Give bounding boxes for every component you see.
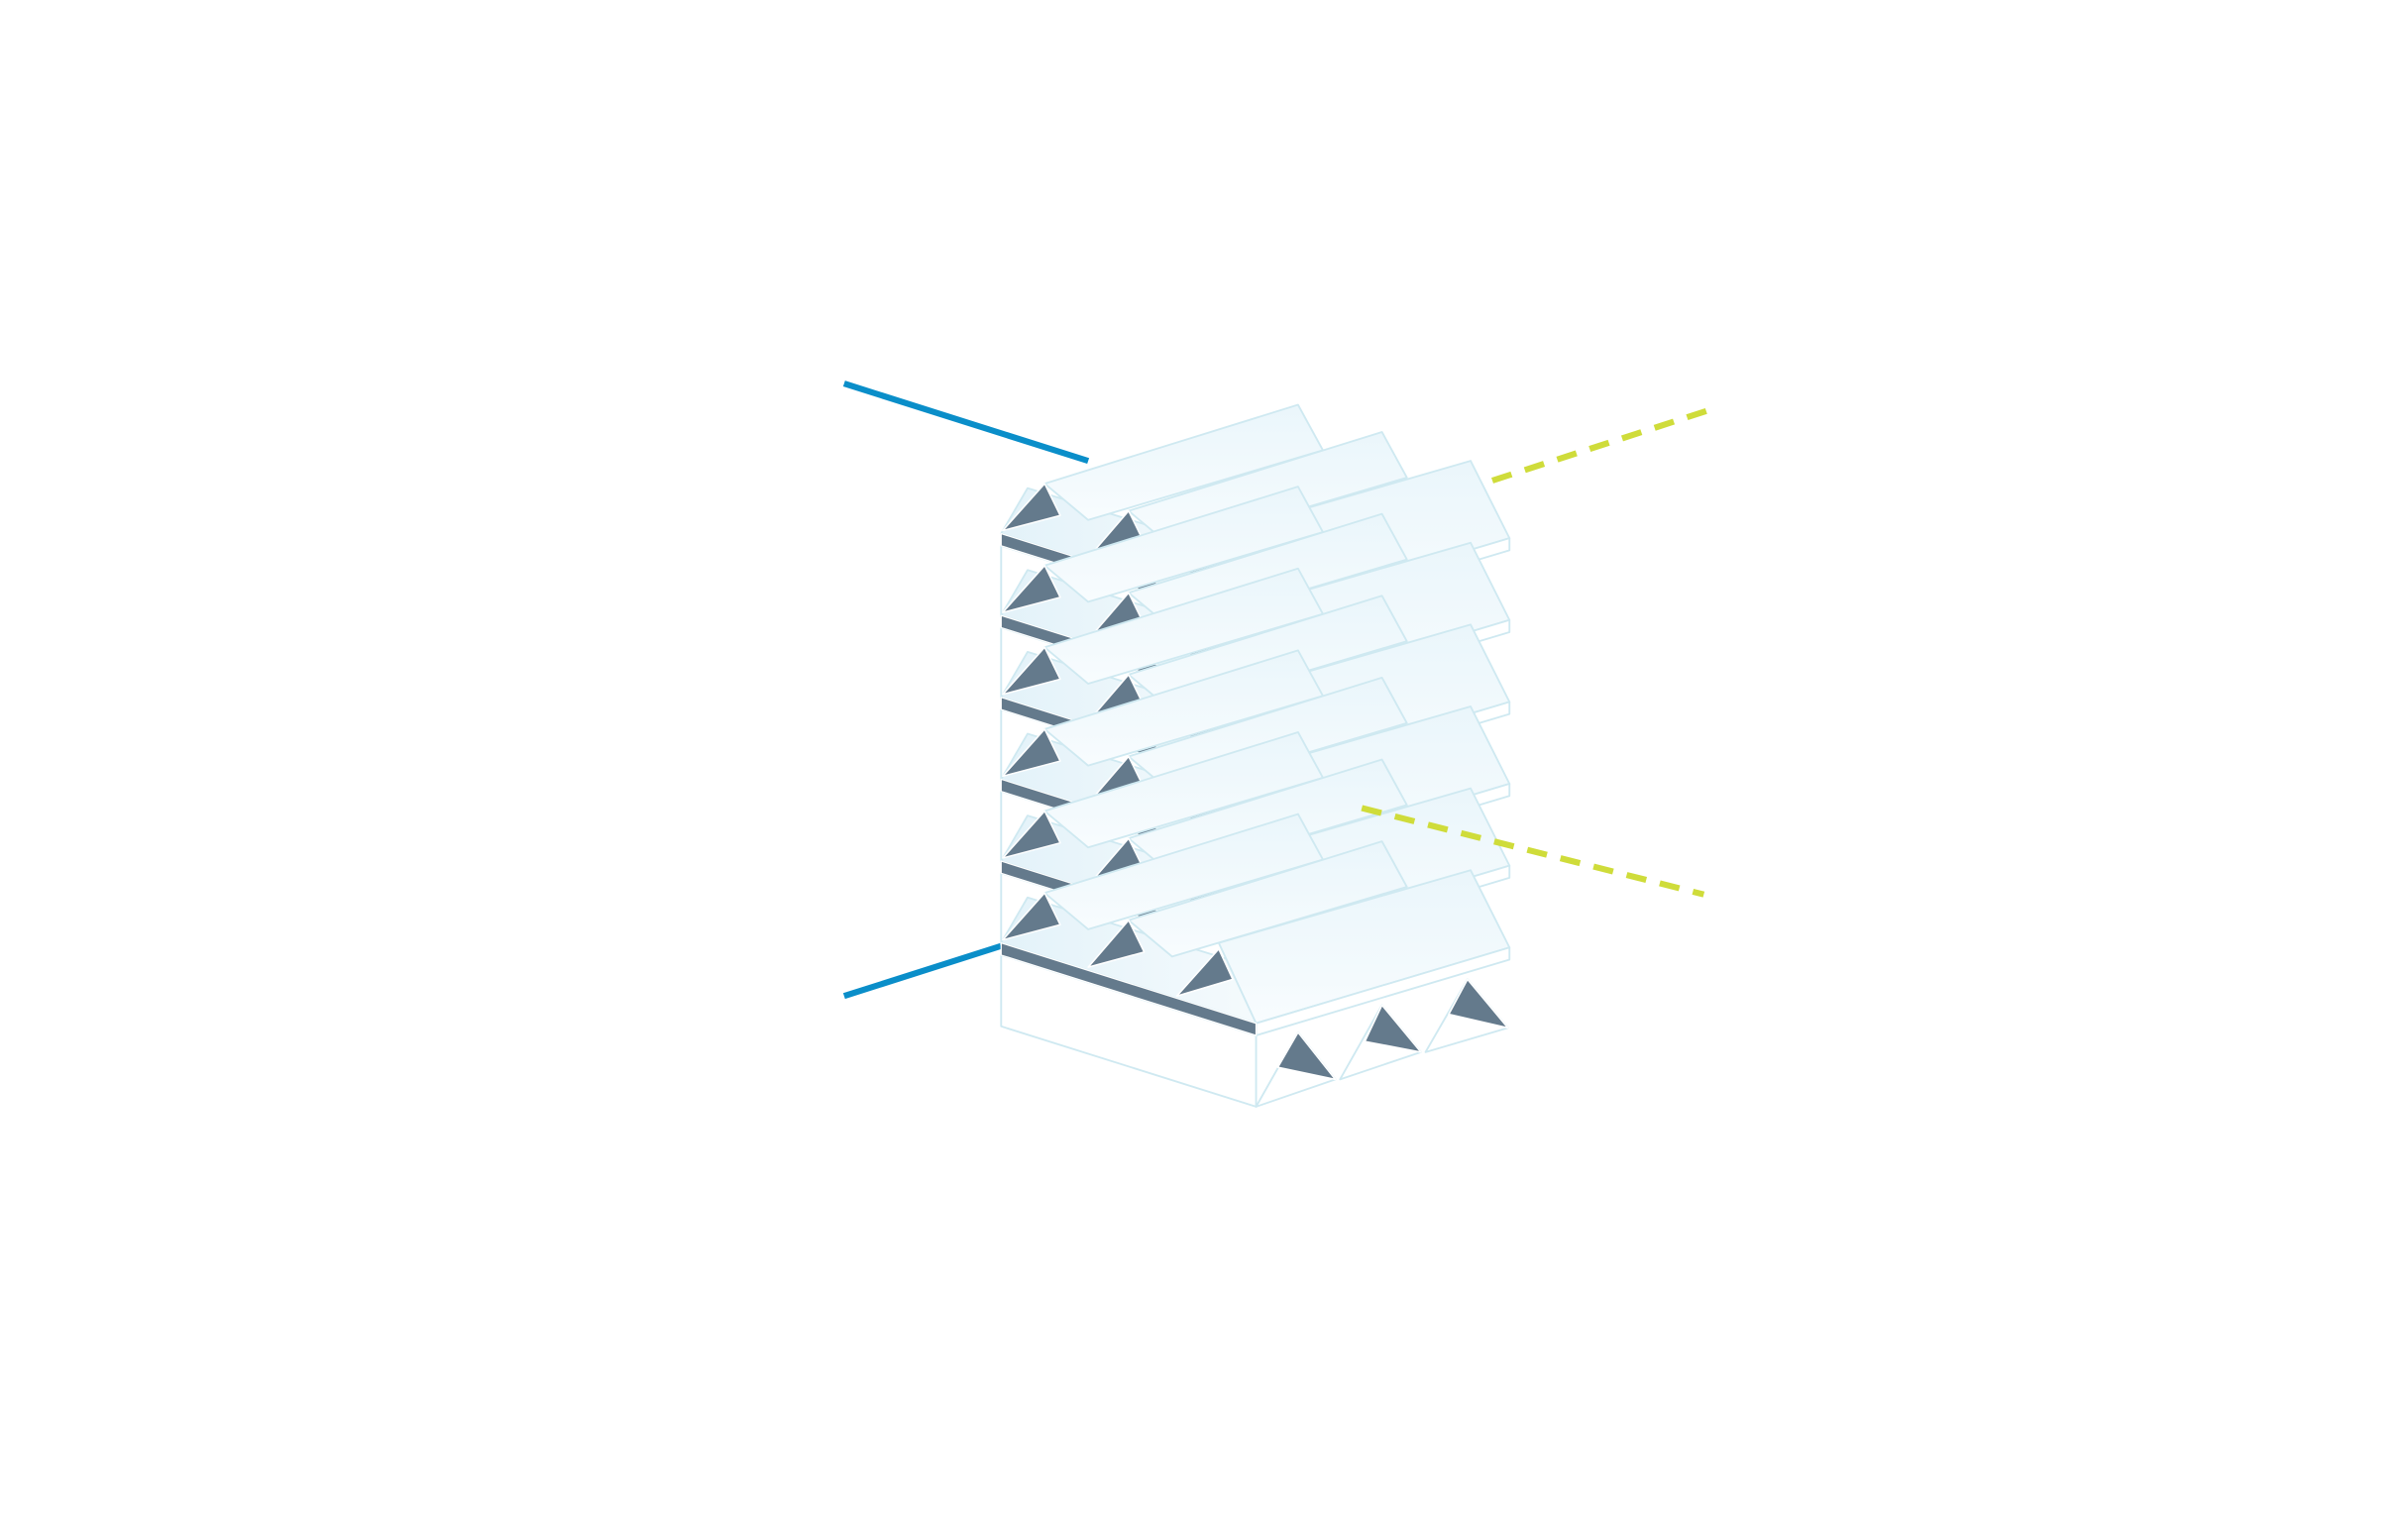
right-fin-3	[1448, 978, 1509, 1029]
left-fin-1	[1002, 564, 1061, 613]
layer-left-edge	[1000, 942, 1258, 1036]
pleat-ridge-2	[1127, 840, 1408, 958]
outgoing-ray-top	[1491, 406, 1713, 484]
incoming-ray-top	[842, 380, 1090, 465]
outgoing-ray-bottom	[1361, 805, 1705, 898]
left-fin-1	[1002, 728, 1061, 778]
left-fin-1	[1002, 892, 1061, 941]
layer-6	[1000, 812, 1511, 1108]
left-fin-1	[1002, 810, 1061, 859]
right-fin-2	[1364, 1004, 1422, 1053]
left-fin-2	[1087, 919, 1146, 968]
layer-stack	[1000, 403, 1511, 1108]
left-fin-1	[1002, 646, 1061, 696]
left-fin-3	[1175, 948, 1234, 997]
outgoing-rays	[1361, 406, 1713, 898]
left-fin-1	[1002, 483, 1061, 532]
right-fin-1	[1276, 1031, 1337, 1081]
